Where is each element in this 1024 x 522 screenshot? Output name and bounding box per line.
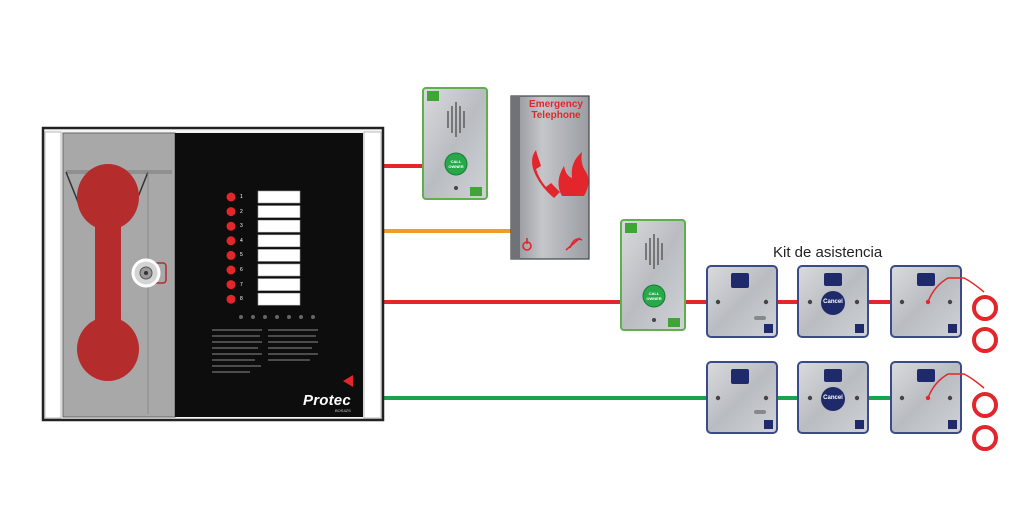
brand-mark-icon <box>343 375 353 387</box>
kit-unit-1 <box>706 361 778 434</box>
zone-indicators <box>226 190 301 306</box>
intercom-unit-middle <box>620 219 686 331</box>
pull-cord-icon <box>927 373 985 399</box>
speaker-grille-icon <box>645 234 663 269</box>
call-button[interactable] <box>444 152 468 176</box>
zone-led <box>226 192 236 202</box>
kit-title: Kit de asistencia <box>773 244 883 261</box>
zone-number: 8 <box>240 296 243 303</box>
cancel-button-label: Cancel <box>823 395 843 401</box>
zone-label-strip <box>257 292 301 306</box>
model-number: BOS4ZS <box>335 408 351 413</box>
cancel-button-label: Cancel <box>823 299 843 305</box>
hook-switch-icon <box>131 258 167 288</box>
zone-led <box>226 250 236 260</box>
zone-label-strip <box>257 263 301 277</box>
cancel-button[interactable] <box>821 387 845 411</box>
call-button[interactable] <box>642 284 666 308</box>
hearing-icon <box>565 237 583 251</box>
zone-number: 4 <box>240 237 243 244</box>
zone-number: 6 <box>240 267 243 273</box>
zone-label-strip <box>257 190 301 204</box>
zone-label-strip <box>257 219 301 233</box>
phone-icon <box>532 150 560 198</box>
status-led-row <box>239 315 315 319</box>
instruction-text-block <box>212 329 318 373</box>
cancel-button[interactable] <box>821 291 845 315</box>
zone-label-strip <box>257 278 301 291</box>
zone-led <box>226 265 236 275</box>
zone-number: 5 <box>240 252 243 259</box>
control-panel <box>41 126 385 422</box>
zone-led <box>226 236 236 246</box>
kit-row-1 <box>706 265 998 353</box>
zone-number: 7 <box>240 281 243 288</box>
cables <box>383 164 891 400</box>
zone-led <box>226 207 236 217</box>
brand-logo: Protec <box>303 392 351 409</box>
speaker-grille-icon <box>447 102 465 137</box>
kit-row-2 <box>706 361 998 451</box>
zone-led <box>226 294 236 304</box>
zone-label-strip <box>257 234 301 248</box>
intercom-unit-top <box>422 87 488 200</box>
zone-led <box>226 221 236 231</box>
zone-label-strip <box>257 205 301 218</box>
zone-led <box>226 280 236 290</box>
zone-number: 1 <box>240 194 243 200</box>
flame-icon <box>558 152 589 196</box>
wheelchair-icon <box>522 238 532 251</box>
zone-label-strip <box>257 249 301 262</box>
zone-number: 2 <box>240 208 243 215</box>
call-button-label: CALL OWNER <box>448 159 464 169</box>
zone-number: 3 <box>240 223 243 230</box>
call-button-label: CALL OWNER <box>646 291 662 301</box>
emergency-telephone-label: Emergency Telephone <box>529 99 583 121</box>
pull-cord-icon <box>927 277 985 303</box>
handset-icon <box>77 164 139 381</box>
emergency-telephone-panel <box>510 95 590 260</box>
